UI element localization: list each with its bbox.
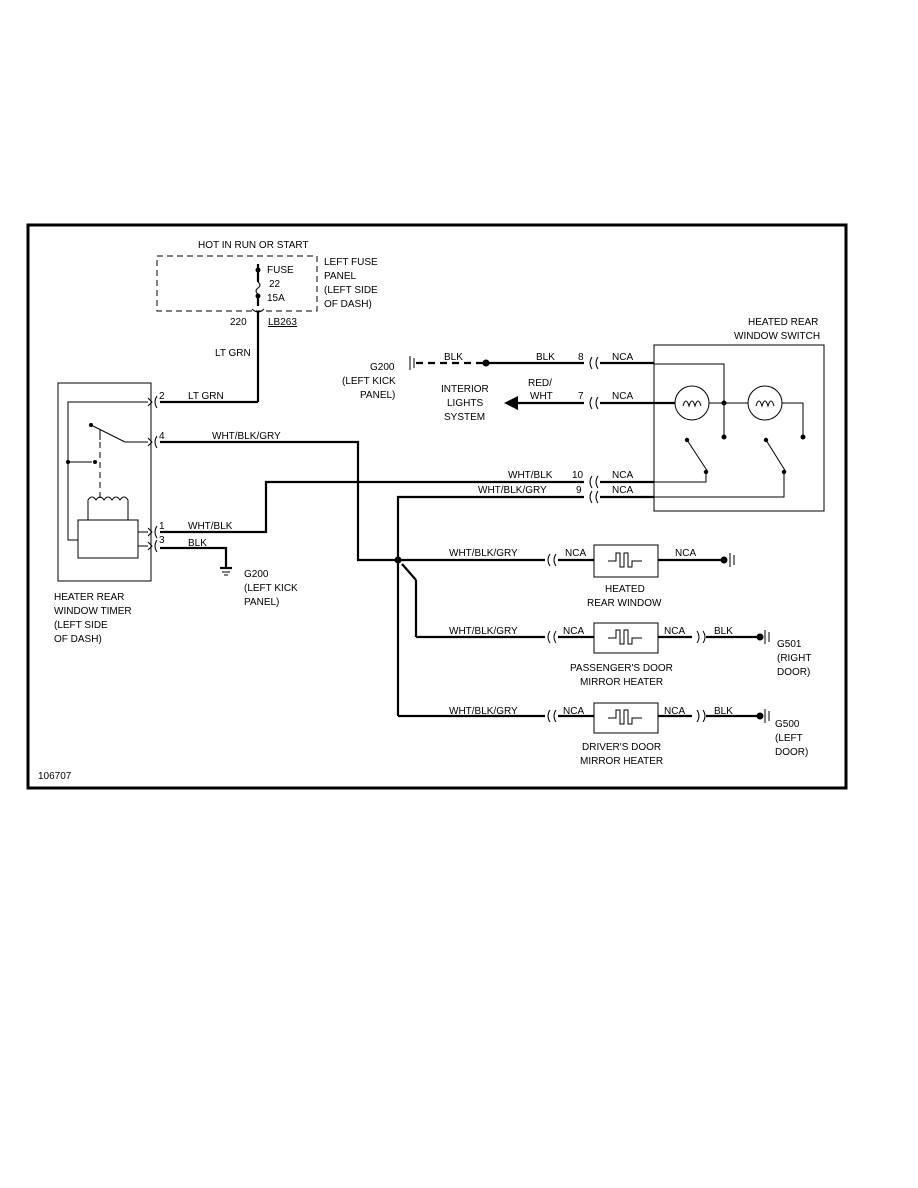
wire-label-pin1: WHT/BLK bbox=[188, 521, 233, 532]
timer-pin-3: 3 bbox=[159, 535, 165, 546]
switch-label-1: HEATED REAR bbox=[748, 317, 818, 328]
switch-pin-9: 9 bbox=[576, 485, 582, 496]
switch-ground-loc-2: PANEL) bbox=[360, 390, 395, 401]
switch-pin-8: 8 bbox=[578, 352, 584, 363]
timer-label-2: WINDOW TIMER bbox=[54, 606, 132, 617]
driver-ground-id: G500 bbox=[775, 719, 800, 730]
switch-pin-7-nca: NCA bbox=[612, 391, 633, 402]
wire-wht-blk-gry-pin9 bbox=[396, 495, 584, 716]
wire-label-lt-grn-vertical: LT GRN bbox=[215, 348, 251, 359]
wire-label-wht: WHT bbox=[530, 391, 553, 402]
load-2-wire-out: BLK bbox=[714, 626, 733, 637]
wire-label-pin2: LT GRN bbox=[188, 391, 224, 402]
switch-ground-loc-1: (LEFT KICK bbox=[342, 376, 396, 387]
heated-rear-window: WHT/BLK/GRY NCA NCA HEATED REAR WINDOW bbox=[398, 544, 735, 609]
load-3-name-1: DRIVER'S DOOR bbox=[582, 742, 661, 753]
diagram-id: 106707 bbox=[38, 771, 72, 782]
hot-label: HOT IN RUN OR START bbox=[198, 240, 309, 251]
load-1-name-2: REAR WINDOW bbox=[587, 598, 662, 609]
timer-ground-loc-2: PANEL) bbox=[244, 597, 279, 608]
switch-lamp-2-icon bbox=[747, 385, 783, 421]
wire-label-pin3: BLK bbox=[188, 538, 207, 549]
passenger-ground-loc-1: (RIGHT bbox=[777, 653, 811, 664]
fuse-panel: HOT IN RUN OR START FUSE 22 15A LEFT FUS… bbox=[156, 240, 378, 402]
load-1-name-1: HEATED bbox=[605, 584, 645, 595]
heated-rear-window-switch: HEATED REAR WINDOW SWITCH bbox=[653, 317, 825, 512]
load-2-wire-in: WHT/BLK/GRY bbox=[449, 626, 518, 637]
diagram-frame bbox=[26, 223, 848, 790]
switch-pin-7: 7 bbox=[578, 391, 584, 402]
wire-label-blk-pin8: BLK bbox=[536, 352, 555, 363]
timer-label-3: (LEFT SIDE bbox=[54, 620, 108, 631]
circuit-number: 220 bbox=[230, 317, 247, 328]
wire-label-blk-dashed: BLK bbox=[444, 352, 463, 363]
switch-pin-10-nca: NCA bbox=[612, 470, 633, 481]
wire-wht-blk-gry-timer bbox=[160, 440, 398, 562]
switch-label-2: WINDOW SWITCH bbox=[734, 331, 820, 342]
load-2-conn-out: NCA bbox=[664, 626, 685, 637]
load-1-conn-in: NCA bbox=[565, 548, 586, 559]
timer-label-1: HEATER REAR bbox=[54, 592, 124, 603]
load-3-name-2: MIRROR HEATER bbox=[580, 756, 663, 767]
timer-pin-1: 1 bbox=[159, 521, 165, 532]
switch-pin-10: 10 bbox=[572, 470, 584, 481]
timer-coil bbox=[87, 496, 129, 520]
wire-label-pin9: WHT/BLK/GRY bbox=[478, 485, 547, 496]
wire-wht-blk-timer bbox=[160, 480, 584, 534]
fuse-panel-label-4: OF DASH) bbox=[324, 299, 372, 310]
timer-module bbox=[77, 519, 139, 559]
timer-ground-id: G200 bbox=[244, 569, 269, 580]
passenger-ground-loc-2: DOOR) bbox=[777, 667, 810, 678]
fuse-number: 22 bbox=[269, 279, 281, 290]
fuse-panel-label-1: LEFT FUSE bbox=[324, 257, 378, 268]
switch-pin-8-nca: NCA bbox=[612, 352, 633, 363]
heater-rear-window-timer: 2 4 1 3 HEATER REAR WINDOW TIMER (LEFT S… bbox=[54, 382, 165, 645]
timer-ground-loc-1: (LEFT KICK bbox=[244, 583, 298, 594]
fuse-symbol bbox=[255, 281, 261, 295]
wire-blk-timer-ground bbox=[160, 546, 228, 568]
heater-grid-icon bbox=[608, 552, 642, 568]
wire-label-red: RED/ bbox=[528, 378, 552, 389]
driver-mirror-element bbox=[593, 702, 659, 734]
driver-ground-loc-1: (LEFT bbox=[775, 733, 803, 744]
heated-rear-window-element bbox=[593, 544, 659, 578]
passenger-door-mirror-heater: WHT/BLK/GRY NCA NCA BLK PASSENGER'S DOOR… bbox=[416, 622, 770, 688]
load-2-name-1: PASSENGER'S DOOR bbox=[570, 663, 673, 674]
load-1-conn-out: NCA bbox=[675, 548, 696, 559]
passenger-ground-id: G501 bbox=[777, 639, 802, 650]
load-3-wire-in: WHT/BLK/GRY bbox=[449, 706, 518, 717]
load-3-wire-out: BLK bbox=[714, 706, 733, 717]
fuse-panel-outline bbox=[156, 255, 318, 312]
load-3-conn-out: NCA bbox=[664, 706, 685, 717]
fuse-amps: 15A bbox=[267, 293, 285, 304]
timer-label-4: OF DASH) bbox=[54, 634, 102, 645]
wire-label-pin10: WHT/BLK bbox=[508, 470, 553, 481]
timer-pin-4: 4 bbox=[159, 431, 165, 442]
fuse-label: FUSE bbox=[267, 265, 294, 276]
switch-lamp-1-icon bbox=[674, 385, 710, 421]
timer-pin-2: 2 bbox=[159, 391, 165, 402]
load-3-conn-in: NCA bbox=[563, 706, 584, 717]
timer-ground-icon bbox=[220, 566, 232, 576]
timer-outline bbox=[57, 382, 152, 582]
interior-lights-3: SYSTEM bbox=[444, 412, 485, 423]
driver-door-mirror-heater: WHT/BLK/GRY NCA NCA BLK DRIVER'S DOOR MI… bbox=[398, 702, 770, 767]
switch-outline bbox=[653, 344, 825, 512]
interior-lights-arrow bbox=[504, 396, 518, 410]
load-2-name-2: MIRROR HEATER bbox=[580, 677, 663, 688]
switch-ground-id: G200 bbox=[370, 362, 395, 373]
load-1-wire-in: WHT/BLK/GRY bbox=[449, 548, 518, 559]
passenger-mirror-element bbox=[593, 622, 659, 654]
driver-ground-loc-2: DOOR) bbox=[775, 747, 808, 758]
fuse-panel-label-2: PANEL bbox=[324, 271, 356, 282]
load-2-conn-in: NCA bbox=[563, 626, 584, 637]
wire-label-pin4: WHT/BLK/GRY bbox=[212, 431, 281, 442]
interior-lights-2: LIGHTS bbox=[447, 398, 483, 409]
connector-id: LB263 bbox=[268, 317, 297, 328]
interior-lights-1: INTERIOR bbox=[441, 384, 489, 395]
fuse-panel-label-3: (LEFT SIDE bbox=[324, 285, 378, 296]
switch-pin-9-nca: NCA bbox=[612, 485, 633, 496]
